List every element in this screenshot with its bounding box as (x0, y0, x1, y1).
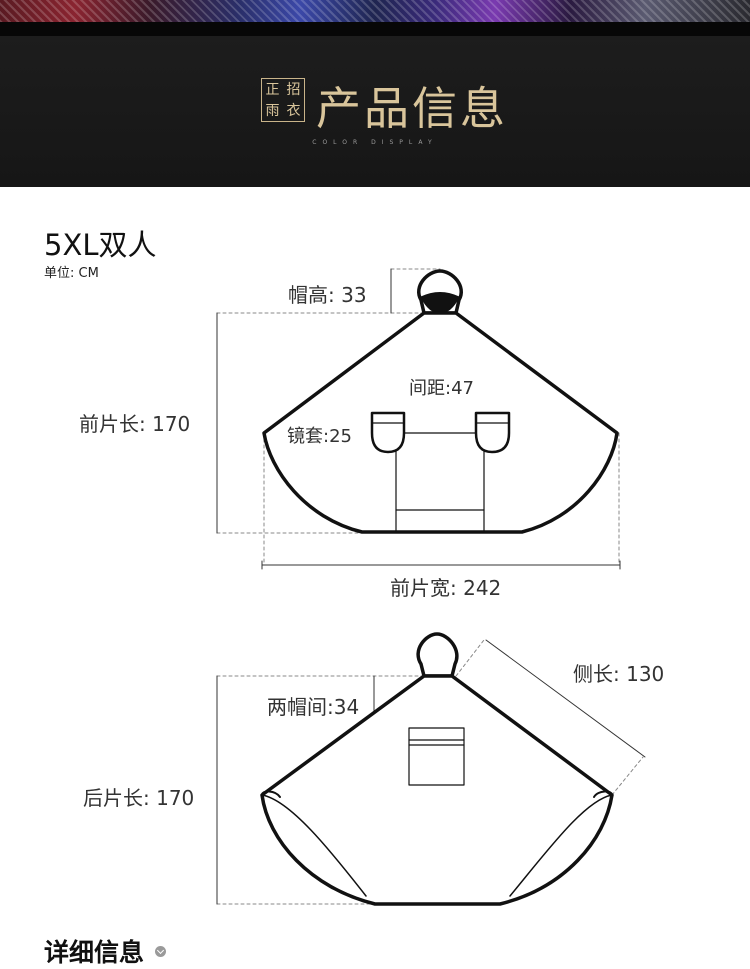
spacing-label: 间距:47 (409, 378, 474, 399)
front-length-label: 前片长: 170 (79, 412, 191, 436)
logo-char: 衣 (286, 102, 301, 119)
back-length-label: 后片长: 170 (83, 786, 195, 810)
hood-gap-label: 两帽间:34 (267, 695, 360, 719)
front-hood-visor (420, 292, 460, 314)
product-info-banner: 正 招 雨 衣 产品信息 COLOR DISPLAY (0, 36, 750, 187)
front-view-drawing (216, 268, 621, 570)
logo-char: 正 (265, 81, 280, 98)
back-hood (416, 632, 459, 678)
front-cape-body (262, 311, 619, 534)
unit-label: 单位: CM (44, 266, 99, 281)
back-view-drawing (216, 632, 646, 906)
banner-subtitle: COLOR DISPLAY (312, 139, 438, 146)
fabric-pattern-strip (0, 0, 750, 22)
logo-char: 雨 (265, 102, 280, 119)
back-sleeve-right (509, 794, 613, 897)
back-pocket (408, 727, 465, 786)
back-cape-body (260, 674, 614, 906)
front-dimension-lines (216, 268, 621, 570)
logo-char: 招 (286, 81, 301, 98)
chevron-down-icon[interactable] (155, 946, 166, 957)
details-heading: 详细信息 (44, 938, 145, 967)
hood-height-label: 帽高: 33 (288, 283, 367, 307)
front-visor-right (474, 411, 511, 454)
visor-label: 镜套:25 (287, 426, 352, 447)
banner-title: 产品信息 (316, 82, 509, 135)
front-visor-left (370, 411, 406, 454)
brand-logo: 正 招 雨 衣 (261, 78, 305, 122)
front-width-label: 前片宽: 242 (390, 576, 502, 600)
back-sleeve-left (261, 794, 367, 897)
side-length-label: 侧长: 130 (573, 662, 665, 686)
banner-top-band (0, 22, 750, 36)
size-title: 5XL双人 (44, 228, 157, 262)
